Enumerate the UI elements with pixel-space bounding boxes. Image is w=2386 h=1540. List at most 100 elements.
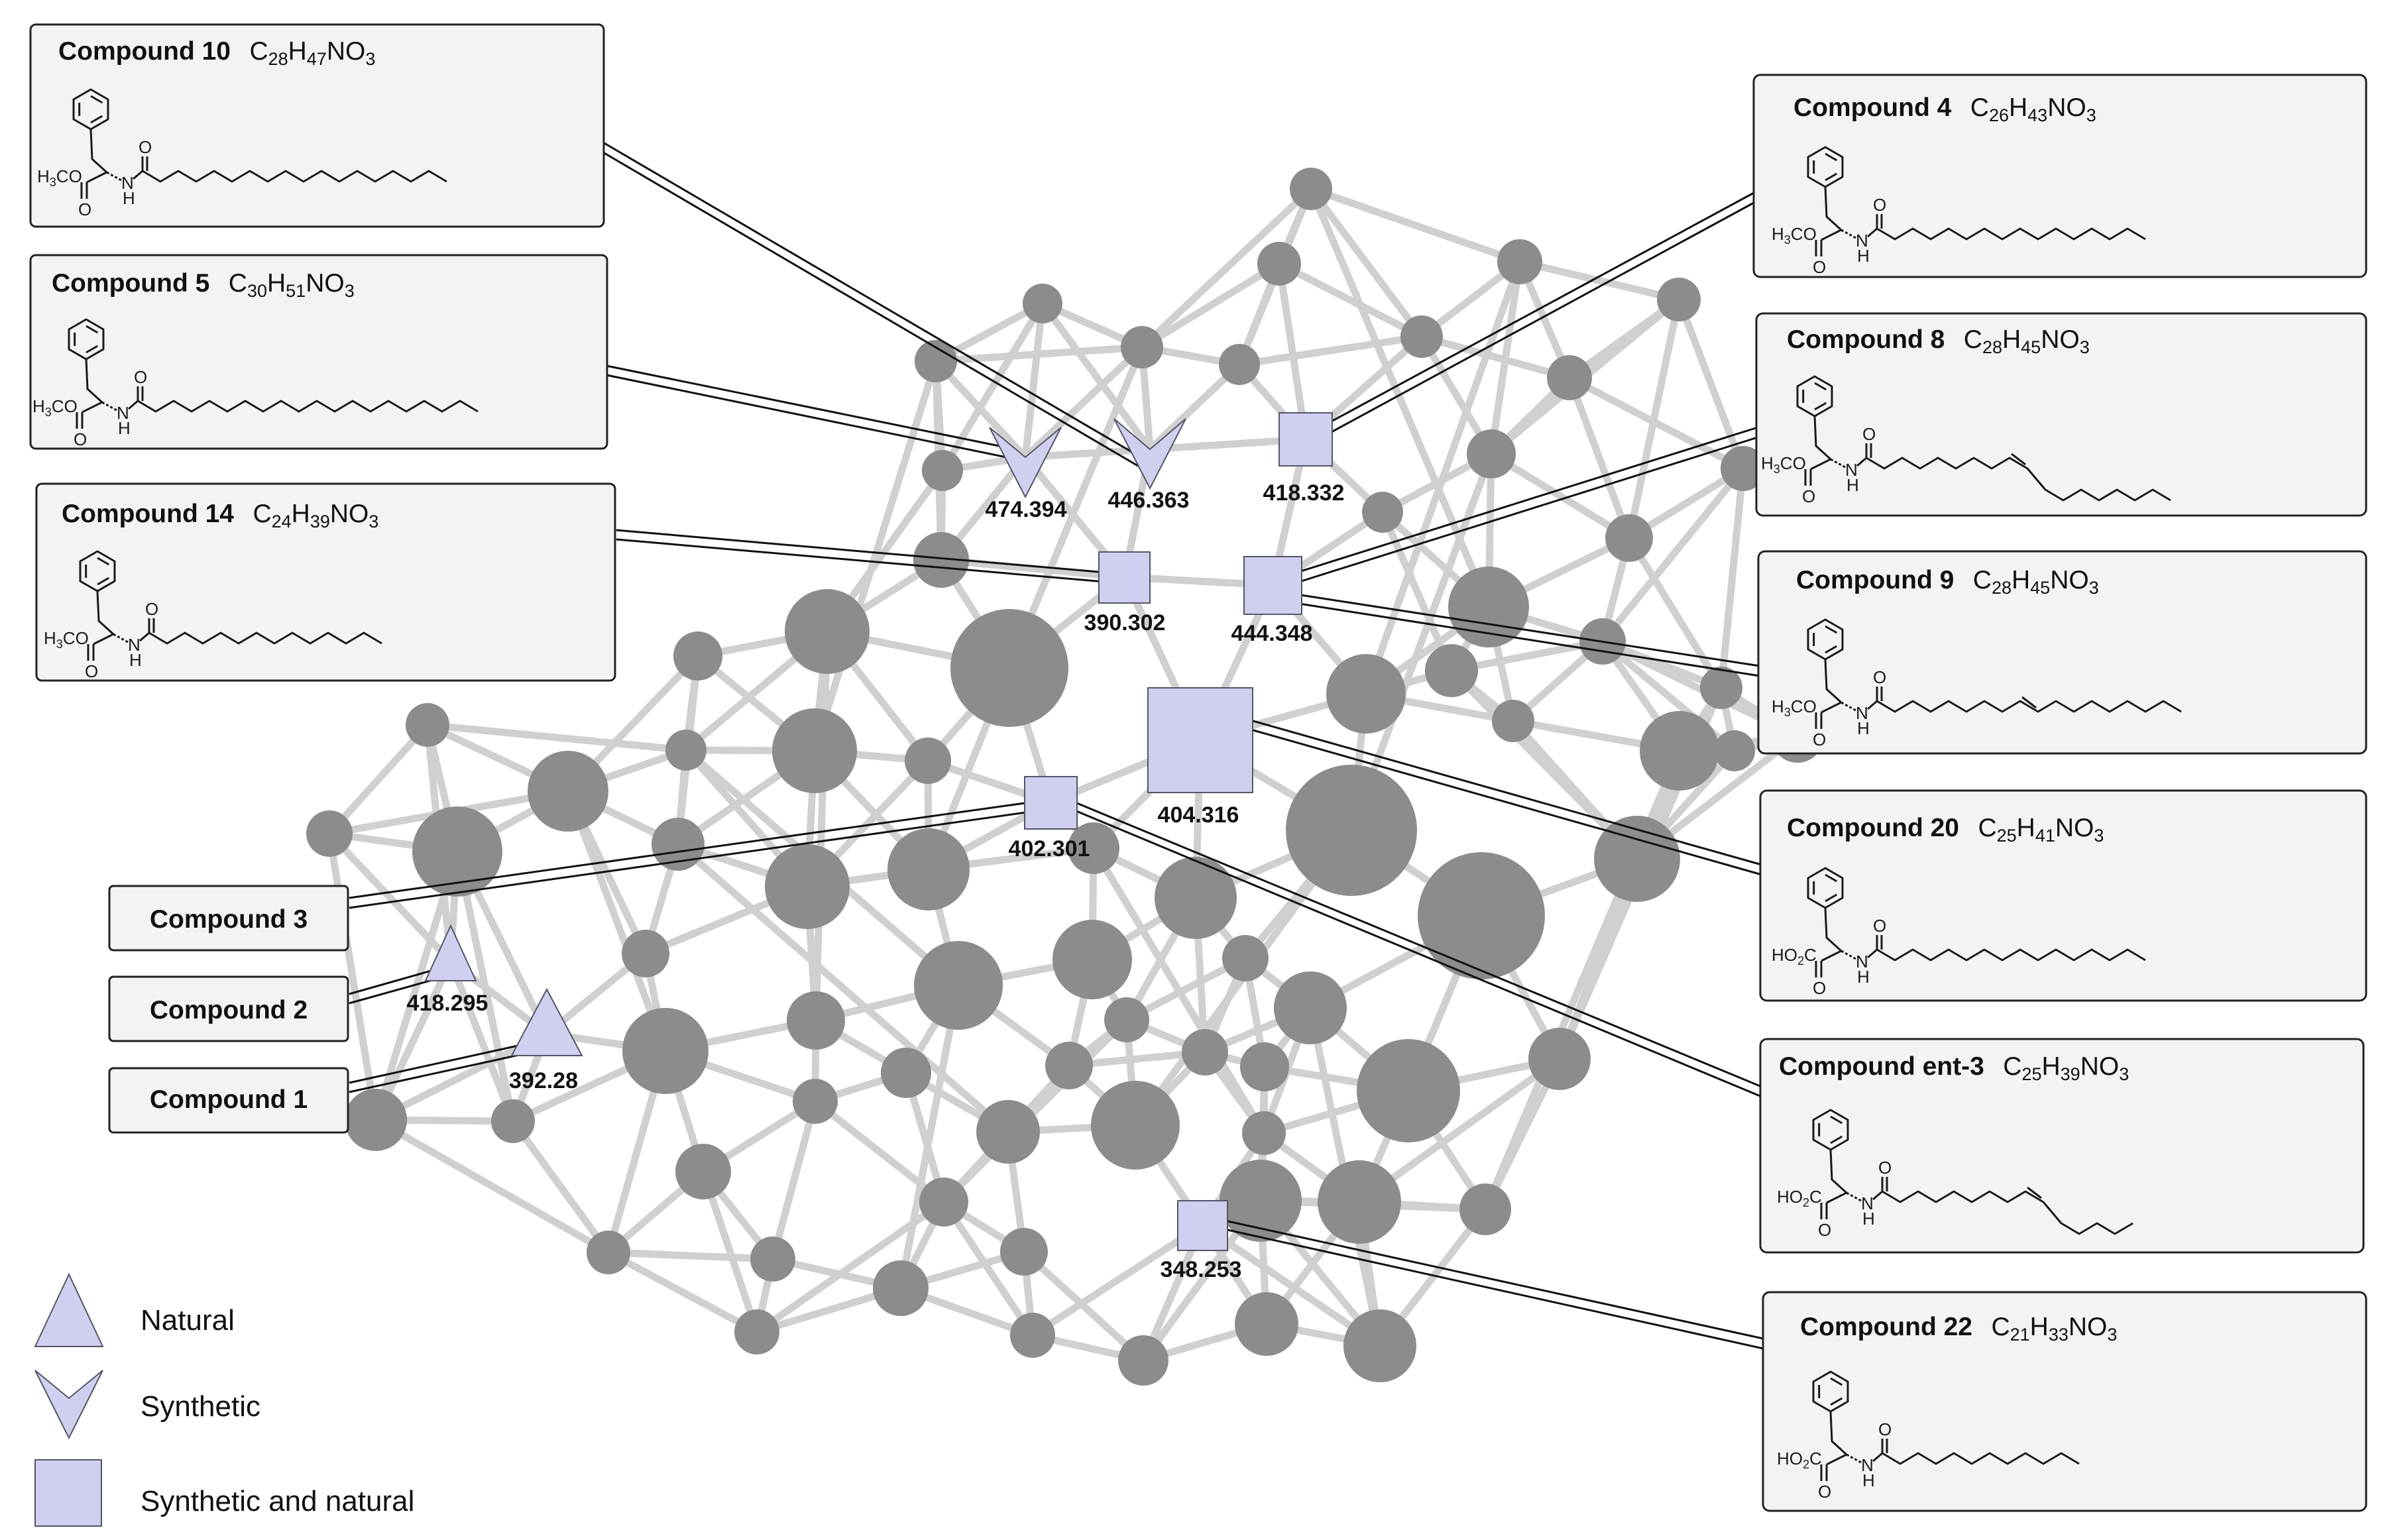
network-node[interactable] [1220,1160,1302,1242]
network-node[interactable] [1045,1042,1093,1089]
network-node[interactable] [1459,1183,1511,1235]
network-node[interactable] [950,609,1068,727]
network-node[interactable] [1182,1029,1228,1075]
network-node[interactable] [1700,667,1742,709]
network-node[interactable] [765,844,850,929]
network-node[interactable] [622,1008,709,1094]
network-node[interactable] [673,632,722,681]
network-node[interactable] [915,340,957,382]
network-node[interactable] [1235,1292,1298,1356]
network-node[interactable] [345,1089,407,1151]
synthetic-node-446[interactable] [1113,418,1186,490]
network-node[interactable] [1400,315,1443,358]
network-node[interactable] [1497,239,1542,284]
network-node[interactable] [1492,700,1534,742]
network-node[interactable] [406,703,449,747]
panel-compound-3[interactable]: Compound 3 [108,885,349,952]
natural-node-418[interactable] [424,924,477,981]
network-node[interactable] [1242,1111,1286,1155]
network-node[interactable] [1000,1228,1048,1276]
network-node[interactable] [1274,971,1347,1044]
network-edge [1717,465,1747,692]
network-node[interactable] [1091,1081,1180,1170]
network-node[interactable] [491,1099,535,1143]
network-node[interactable] [1721,446,1766,491]
network-node[interactable] [1343,1309,1416,1382]
mixed-node-390[interactable] [1098,551,1151,604]
network-node[interactable] [1357,1039,1460,1142]
network-node[interactable] [787,991,845,1050]
network-node[interactable] [881,1048,931,1098]
network-node[interactable] [1240,1042,1289,1091]
network-node[interactable] [1605,514,1653,562]
network-node[interactable] [652,818,705,871]
network-node[interactable] [922,450,963,491]
network-node[interactable] [976,1100,1040,1164]
mixed-node-402[interactable] [1024,776,1078,830]
panel-compound-2[interactable]: Compound 2 [108,975,349,1042]
network-node[interactable] [1318,1160,1401,1244]
network-node[interactable] [1121,326,1163,368]
compound-name: Compound 1 [150,1085,308,1114]
network-node[interactable] [1657,278,1701,321]
network-node[interactable] [1155,857,1237,939]
network-node[interactable] [734,1309,779,1354]
network-node[interactable] [412,806,502,897]
network-node[interactable] [913,532,969,588]
network-node[interactable] [1467,429,1516,478]
network-node[interactable] [665,730,707,771]
network-node[interactable] [1362,492,1403,533]
network-node[interactable] [1418,852,1545,979]
network-node[interactable] [1290,168,1332,210]
mixed-node-404[interactable] [1147,687,1253,793]
network-node[interactable] [1448,567,1529,647]
network-node[interactable] [622,930,669,977]
network-node[interactable] [1052,920,1132,999]
mixed-node-348[interactable] [1177,1200,1228,1251]
network-node[interactable] [873,1260,929,1316]
network-node[interactable] [1068,822,1119,874]
network-node[interactable] [750,1237,795,1282]
network-node[interactable] [1118,1335,1168,1386]
network-node[interactable] [1594,816,1680,902]
synthetic-node-474[interactable] [989,427,1062,499]
mz-label-392-28: 392.28 [509,1068,578,1093]
network-node[interactable] [1714,730,1755,771]
network-node[interactable] [1219,344,1260,385]
network-node[interactable] [1010,1313,1055,1358]
network-node[interactable] [919,1178,968,1227]
network-node[interactable] [1528,1028,1591,1090]
network-node[interactable] [1257,242,1301,286]
network-node[interactable] [1425,644,1478,697]
network-node[interactable] [793,1079,838,1124]
network-node[interactable] [1023,284,1062,323]
network-node[interactable] [306,810,353,857]
network-node[interactable] [1326,654,1406,734]
network-node[interactable] [914,941,1003,1030]
network-node[interactable] [528,751,608,832]
mixed-node-444[interactable] [1243,556,1302,615]
network-node[interactable] [1104,997,1149,1042]
network-node[interactable] [1222,935,1269,981]
network-node[interactable] [587,1231,630,1274]
mixed-node-418[interactable] [1278,412,1333,467]
natural-node-392[interactable] [510,987,583,1056]
network-node[interactable] [1640,711,1719,791]
network-node[interactable] [772,708,857,793]
network-node[interactable] [1286,765,1417,896]
network-node[interactable] [785,589,870,674]
network-node[interactable] [905,738,951,784]
network-node[interactable] [1547,355,1592,400]
panel-compound-1[interactable]: Compound 1 [108,1067,349,1134]
network-node[interactable] [675,1144,731,1199]
network-node[interactable] [887,828,970,910]
